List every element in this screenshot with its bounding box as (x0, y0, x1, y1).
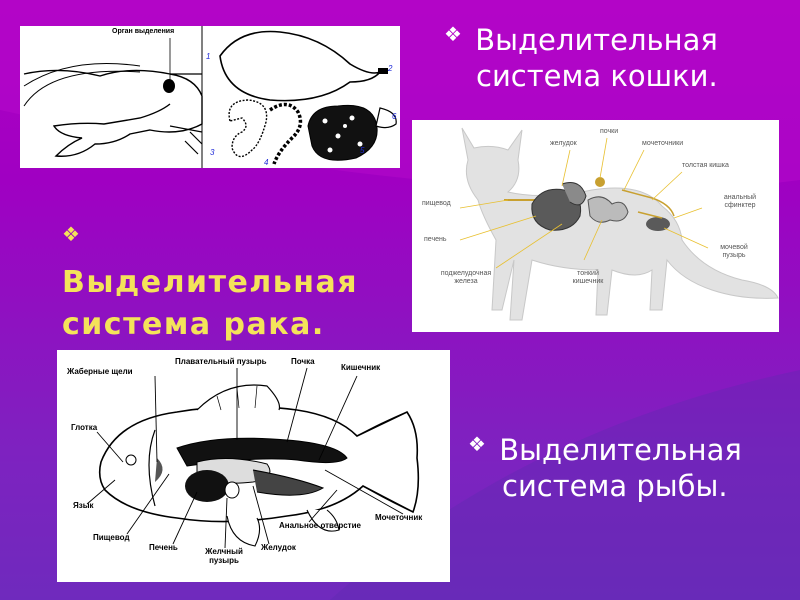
cat-label-kidneys: почки (600, 128, 619, 135)
cat-label-anal-sphincter: анальный сфинктер (723, 194, 757, 209)
bullet-icon: ❖ (444, 22, 462, 46)
crab-caption-text: Выделительная система рака. (62, 265, 358, 342)
cat-diagram: желудок почки мочеточники толстая кишка … (412, 120, 779, 332)
cat-caption-line1: Выделительная (475, 23, 718, 57)
crab-caption: ❖ Выделительная система рака. (62, 220, 362, 346)
crab-drawing (23, 26, 397, 168)
fish-caption: ❖ Выделительная система рыбы. (468, 432, 788, 505)
cat-drawing (459, 127, 779, 321)
crab-organ-label: Орган выделения (112, 28, 175, 35)
fish-label-stomach: Желудок (261, 543, 296, 552)
crab-diagram: Орган выделения 1 2 3 4 5 6 (20, 26, 400, 168)
cat-label-pancreas: поджелудочная железа (440, 270, 492, 285)
crab-number-5: 5 (360, 146, 365, 155)
fish-label-ureter: Мочеточник (375, 513, 423, 522)
fish-label-gills: Жаберные щели (67, 367, 133, 376)
fish-label-pharynx: Глотка (71, 423, 98, 432)
bullet-icon: ❖ (468, 432, 486, 456)
fish-label-swim-bladder: Плавательный пузырь (175, 357, 267, 366)
cat-label-esophagus: пищевод (422, 200, 451, 207)
fish-drawing (86, 367, 420, 549)
cat-label-bladder: мочевой пузырь (720, 244, 748, 259)
fish-label-esophagus: Пищевод (93, 533, 130, 542)
fish-caption-line2: система рыбы. (502, 469, 728, 504)
crab-number-1: 1 (206, 52, 211, 61)
fish-label-anus: Анальное отверстие (279, 521, 361, 530)
fish-label-liver: Печень (149, 543, 178, 552)
cat-label-small-intestine: тонкий кишечник (572, 270, 604, 285)
crab-number-4: 4 (264, 158, 269, 167)
fish-label-kidney: Почка (291, 357, 315, 366)
cat-label-liver: печень (424, 236, 447, 243)
crab-number-2: 2 (388, 64, 393, 73)
cat-label-colon: толстая кишка (682, 162, 729, 169)
fish-label-gallbladder: Желчный пузырь (205, 547, 243, 565)
fish-label-tongue: Язык (73, 501, 94, 510)
fish-diagram: Жаберные щели Плавательный пузырь Почка … (57, 350, 450, 582)
fish-caption-line1: Выделительная (499, 433, 742, 467)
cat-label-ureters: мочеточники (642, 140, 684, 147)
cat-label-stomach: желудок (550, 140, 577, 147)
cat-caption: ❖ Выделительная система кошки. (444, 22, 784, 95)
bullet-icon: ❖ (62, 222, 82, 246)
crab-number-6: 6 (392, 112, 397, 121)
cat-caption-line2: система кошки. (476, 59, 718, 94)
fish-label-intestine: Кишечник (341, 363, 381, 372)
crab-number-3: 3 (210, 148, 215, 157)
